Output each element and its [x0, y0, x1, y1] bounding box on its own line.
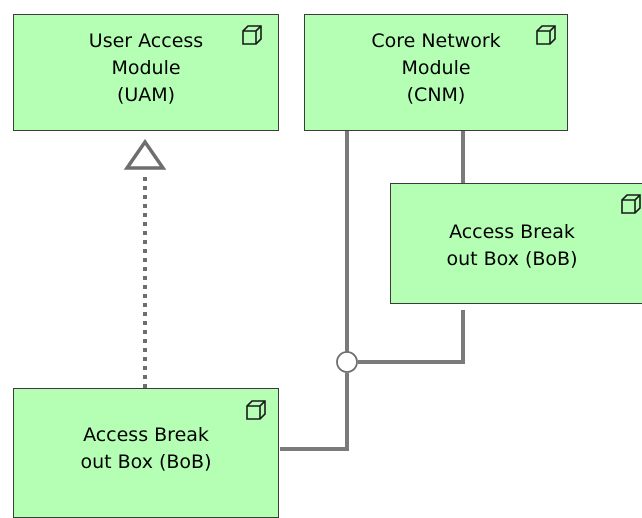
node-access-breakout-box-right[interactable]: Access Break out Box (BoB) [390, 183, 642, 304]
diagram-canvas: User Access Module (UAM) Core Network Mo… [13, 14, 642, 518]
component-box-icon [536, 25, 556, 45]
component-box-icon [621, 194, 641, 214]
realization-arrowhead [123, 138, 167, 170]
node-label: Core Network Module (CNM) [371, 30, 501, 106]
node-label: Access Break out Box (BoB) [446, 221, 578, 270]
node-core-network-module[interactable]: Core Network Module (CNM) [304, 14, 568, 131]
bob-right-to-junction-connector[interactable] [358, 310, 465, 364]
component-box-icon [246, 400, 266, 420]
node-label: Access Break out Box (BoB) [80, 424, 212, 473]
node-label: User Access Module (UAM) [88, 30, 204, 106]
junction-to-bob-left-connector[interactable] [280, 373, 349, 451]
connector-layer [123, 131, 465, 451]
junction-node[interactable] [336, 351, 358, 373]
component-box-icon [242, 25, 262, 45]
node-user-access-module[interactable]: User Access Module (UAM) [13, 14, 279, 131]
node-access-breakout-box-left[interactable]: Access Break out Box (BoB) [13, 388, 279, 518]
